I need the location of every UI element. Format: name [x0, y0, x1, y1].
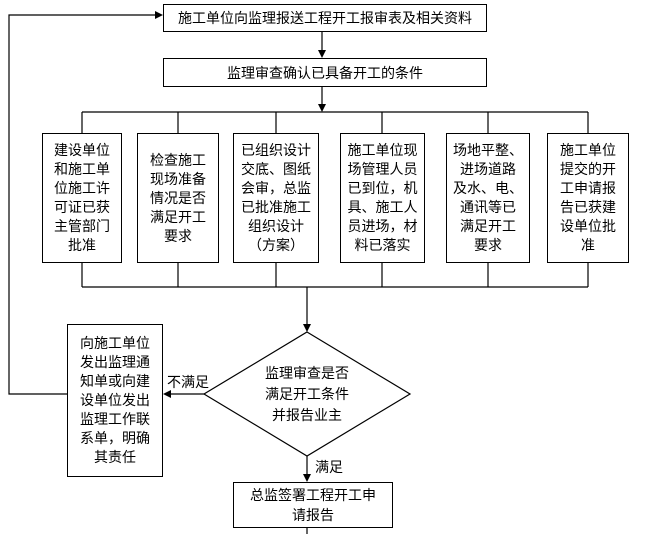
- arrowhead-into-decision: [303, 324, 311, 332]
- arrowhead-into-report-box: [155, 11, 163, 19]
- arrowhead-into-confirm-box: [318, 50, 326, 58]
- node-cond1-box: 建设单位 和施工单 位施工许 可证已获 主管部门 批准: [42, 133, 122, 263]
- label-satisfied: 满足: [315, 459, 343, 475]
- node-sign-box: 总监签署工程开工申 请报告: [233, 482, 393, 528]
- node-cond3-box: 已组织设计 交底、图纸 会审，总监 已批准施工 组织设计 （方案）: [233, 133, 319, 263]
- connector-feedback-loop: [8, 14, 157, 395]
- node-cond6-box: 施工单位 提交的开 工申请报 告已获建 设单位批 准: [547, 133, 629, 263]
- arrowhead-into-notice-box: [163, 390, 171, 398]
- node-decision-text: 监理审查是否 满足开工条件 并报告业主: [265, 365, 349, 423]
- label-unsatisfied: 不满足: [167, 374, 209, 390]
- node-confirm-box: 监理审查确认已具备开工的条件: [163, 58, 487, 87]
- arrowhead-into-sign-box: [303, 474, 311, 482]
- node-cond4-box: 施工单位现 场管理人员 已到位，机 具、施工人 员进场，材 料已落实: [340, 133, 425, 263]
- node-cond5-box: 场地平整、 进场道路 及水、电、 通讯等已 满足开工 要求: [446, 133, 530, 263]
- node-cond2-box: 检查施工 现场准备 情况是否 满足开工 要求: [137, 133, 219, 263]
- arrowhead-onto-distribution-line: [318, 104, 326, 112]
- node-report-box: 施工单位向监理报送工程开工报审表及相关资料: [163, 4, 487, 32]
- node-notice-box: 向施工单位 发出监理通 知单或向建 设单位发出 监理工作联 系单，明确 其责任: [67, 324, 163, 477]
